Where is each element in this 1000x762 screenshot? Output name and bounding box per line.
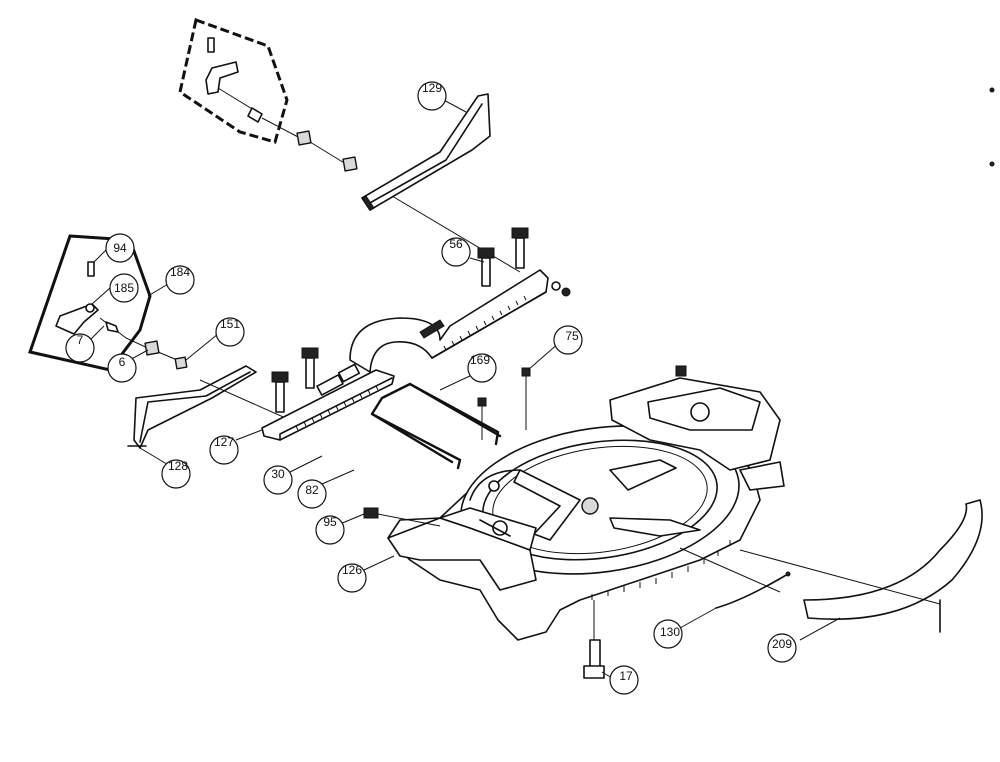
callout-169: 169 [467,353,497,383]
turntable-detent-slots [591,540,731,600]
callout-label: 130 [660,625,680,639]
callout-184: 184 [165,265,195,295]
callout-label: 6 [119,355,126,369]
callout-127: 127 [209,435,239,465]
part-209-curved-guard [739,499,983,633]
fence-bridge-arch [349,227,571,373]
callout-label: 56 [449,237,463,251]
saw-base-assembly [363,365,785,641]
callout-129: 129 [417,81,447,111]
callout-185: 185 [109,273,139,303]
callout-label: 75 [565,329,579,343]
part-169-work-support-bar [370,382,502,470]
callout-label: 185 [114,281,134,295]
callout-label: 184 [170,265,190,279]
callout-label: 169 [470,353,490,367]
callout-label: 30 [271,467,285,481]
callout-label: 126 [342,563,362,577]
callout-126: 126 [337,563,367,593]
part-130-wire [679,547,791,609]
callout-95: 95 [315,515,345,545]
callout-label: 94 [113,241,127,255]
callout-label: 95 [323,515,337,529]
part-129-right-fence [361,93,521,273]
callout-30: 30 [263,465,293,495]
part-127-left-fence-base [261,347,395,441]
callout-label: 7 [77,333,84,347]
callout-label: 127 [214,435,234,449]
callout-label: 82 [305,483,319,497]
callout-7: 7 [65,333,95,363]
left-fence-scale-ticks [295,385,379,431]
edge-mark [989,87,995,93]
callout-label: 151 [220,317,240,331]
callout-label: 128 [168,459,188,473]
small-bolts [477,367,531,440]
callout-75: 75 [553,325,583,355]
callout-128: 128 [161,459,191,489]
callout-94: 94 [105,233,135,263]
right-fence-scale-ticks [443,295,527,351]
callout-56: 56 [441,237,471,267]
left-fence-hardware [125,337,188,370]
callout-17: 17 [609,665,639,695]
callout-209: 209 [767,633,797,663]
callout-label: 17 [619,669,633,683]
edge-mark [989,161,995,167]
callout-label: 209 [772,637,792,651]
part-17-pivot-bolt [583,600,605,679]
callout-6: 6 [107,353,137,383]
callout-bubbles: 94 185 184 7 6 151 128 127 30 82 95 126 … [65,81,797,695]
callout-151: 151 [215,317,245,347]
part-128-left-fence [127,365,291,449]
upper-detail-inset [178,18,358,172]
callout-130: 130 [653,619,683,649]
callout-82: 82 [297,479,327,509]
callout-label: 129 [422,81,442,95]
